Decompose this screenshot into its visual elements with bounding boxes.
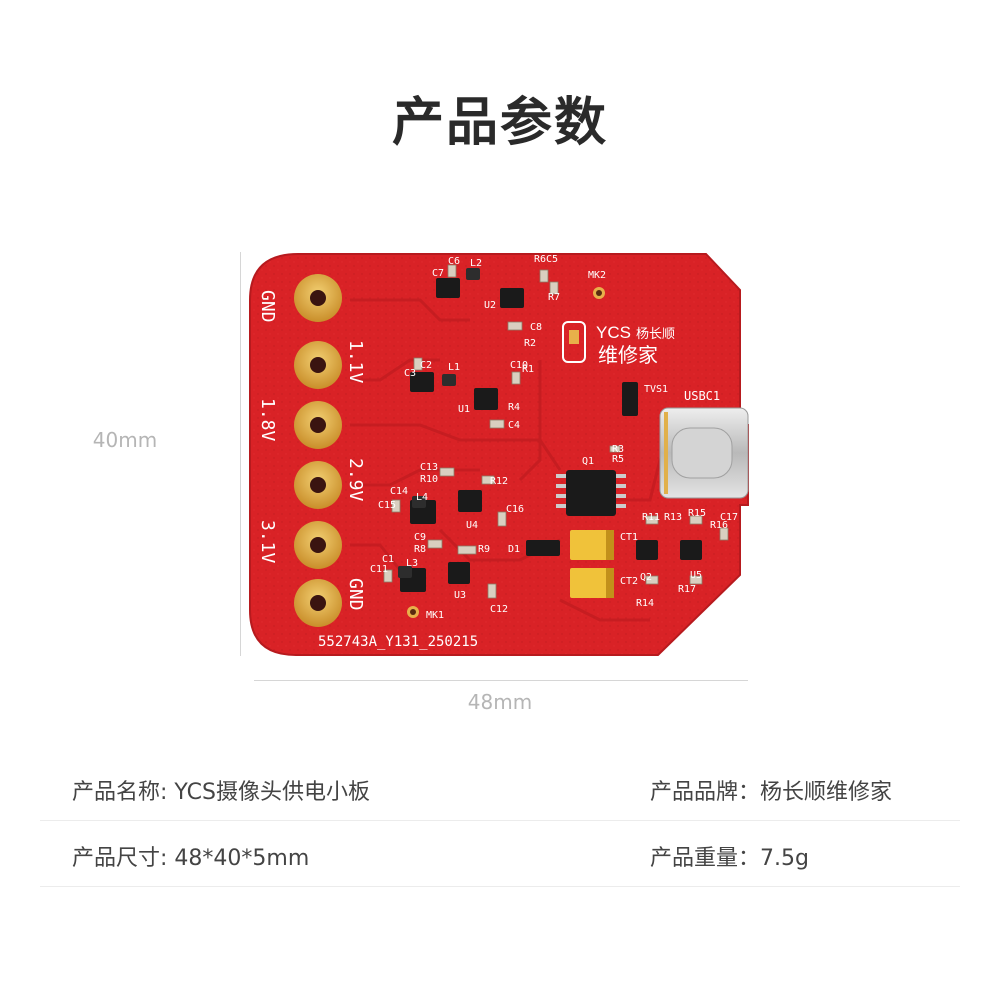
spec-label: 产品尺寸 bbox=[72, 846, 161, 871]
label-c14: C14 bbox=[390, 486, 408, 497]
spec-value: 7.5g bbox=[760, 846, 809, 871]
width-dimension-line bbox=[254, 680, 748, 681]
pad-label-3-1v: 3.1V bbox=[257, 520, 278, 564]
label-r11: R11 bbox=[642, 512, 660, 523]
label-c7: C7 bbox=[432, 268, 444, 279]
label-r14: R14 bbox=[636, 598, 654, 609]
spec-product-weight: 产品重量：7.5g bbox=[650, 846, 809, 871]
label-r8: R8 bbox=[414, 544, 426, 555]
spec-row-1: 产品名称: YCS摄像头供电小板 产品品牌：杨长顺维修家 bbox=[40, 760, 960, 821]
label-c15: C15 bbox=[378, 500, 396, 511]
logo-name-large: 维修家 bbox=[598, 343, 658, 367]
component-labels: C6 C7 L2 C5 R6 R7 U2 MK2 C8 R2 C2 C3 L1 … bbox=[370, 254, 738, 621]
label-c1: C1 bbox=[382, 554, 394, 565]
label-ct1: CT1 bbox=[620, 532, 638, 543]
pad-label-gnd-bottom: GND bbox=[345, 578, 366, 611]
label-d1: D1 bbox=[508, 544, 520, 555]
label-c2: C2 bbox=[420, 360, 432, 371]
label-c3: C3 bbox=[404, 368, 416, 379]
label-mk2: MK2 bbox=[588, 270, 606, 281]
label-l3: L3 bbox=[406, 558, 418, 569]
usb-connector-label: USBC1 bbox=[684, 389, 720, 403]
label-l4: L4 bbox=[416, 492, 428, 503]
label-c17: C17 bbox=[720, 512, 738, 523]
spec-label: 产品重量 bbox=[650, 846, 739, 871]
label-mk1: MK1 bbox=[426, 610, 444, 621]
spec-value: 杨长顺维修家 bbox=[760, 780, 893, 805]
label-c11: C11 bbox=[370, 564, 388, 575]
label-r6: R6 bbox=[534, 254, 546, 265]
label-l2: L2 bbox=[470, 258, 482, 269]
label-c4: C4 bbox=[508, 420, 520, 431]
label-r10: R10 bbox=[420, 474, 438, 485]
logo-name-small: 杨长顺 bbox=[636, 327, 675, 342]
pad-label-1-1v: 1.1V bbox=[345, 340, 366, 384]
pcb-outline bbox=[249, 253, 749, 656]
label-r15: R15 bbox=[688, 508, 706, 519]
width-dimension-label: 48mm bbox=[467, 690, 533, 714]
pad-label-2-9v: 2.9V bbox=[345, 458, 366, 502]
label-c6: C6 bbox=[448, 256, 460, 267]
label-l1: L1 bbox=[448, 362, 460, 373]
spec-row-2: 产品尺寸: 48*40*5mm 产品重量：7.5g bbox=[40, 826, 960, 887]
spec-product-size: 产品尺寸: 48*40*5mm bbox=[72, 846, 310, 871]
spec-value: 48*40*5mm bbox=[174, 846, 310, 871]
logo-brand: YCS bbox=[596, 323, 631, 342]
label-tvs1: TVS1 bbox=[644, 384, 668, 395]
height-dimension-label: 40mm bbox=[92, 428, 158, 452]
spec-product-name: 产品名称: YCS摄像头供电小板 bbox=[72, 780, 370, 805]
label-c5: C5 bbox=[546, 254, 558, 265]
label-ct2: CT2 bbox=[620, 576, 638, 587]
board-part-number: 552743A_Y131_250215 bbox=[318, 634, 478, 650]
label-u5: U5 bbox=[690, 570, 702, 581]
label-u2: U2 bbox=[484, 300, 496, 311]
label-r7: R7 bbox=[548, 292, 560, 303]
label-r9: R9 bbox=[478, 544, 490, 555]
page-title: 产品参数 bbox=[391, 93, 608, 153]
label-r12: R12 bbox=[490, 476, 508, 487]
spec-label: 产品名称 bbox=[72, 780, 161, 805]
spec-value: YCS摄像头供电小板 bbox=[174, 780, 370, 805]
label-r13: R13 bbox=[664, 512, 682, 523]
label-r2: R2 bbox=[524, 338, 536, 349]
label-c13: C13 bbox=[420, 462, 438, 473]
label-c9: C9 bbox=[414, 532, 426, 543]
spec-product-brand: 产品品牌：杨长顺维修家 bbox=[650, 780, 893, 805]
label-r16: R16 bbox=[710, 520, 728, 531]
label-u4: U4 bbox=[466, 520, 478, 531]
label-c10: C10 bbox=[510, 360, 528, 371]
label-r5: R5 bbox=[612, 454, 624, 465]
label-c12: C12 bbox=[490, 604, 508, 615]
label-r1: R1 bbox=[522, 364, 534, 375]
pad-label-1-8v: 1.8V bbox=[257, 398, 278, 442]
label-r3: R3 bbox=[612, 444, 624, 455]
label-u1: U1 bbox=[458, 404, 470, 415]
label-r4: R4 bbox=[508, 402, 520, 413]
label-u3: U3 bbox=[454, 590, 466, 601]
label-q1: Q1 bbox=[582, 456, 594, 467]
height-dimension-line bbox=[240, 252, 241, 656]
spec-label: 产品品牌 bbox=[650, 780, 739, 805]
label-c16: C16 bbox=[506, 504, 524, 515]
pad-label-gnd-top: GND bbox=[257, 290, 278, 323]
label-r17: R17 bbox=[678, 584, 696, 595]
label-c8: C8 bbox=[530, 322, 542, 333]
label-q2: Q2 bbox=[640, 572, 652, 583]
